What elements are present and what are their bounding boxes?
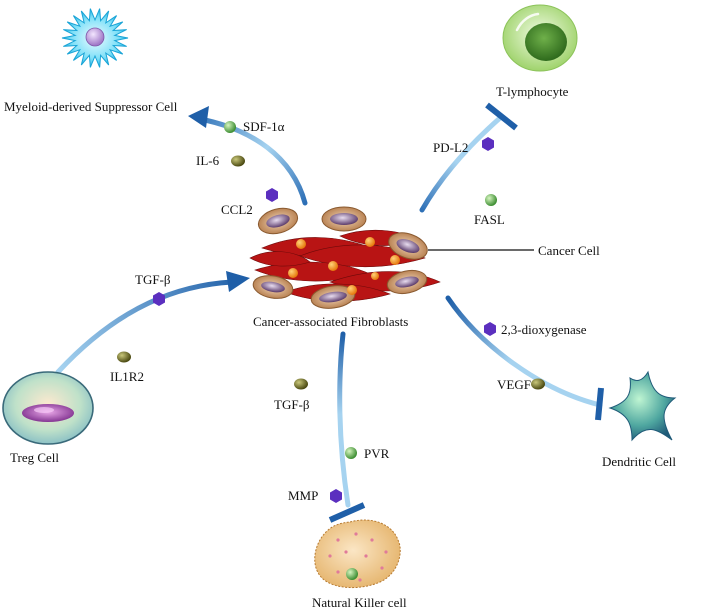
- inhibit-bar-t-lymphocyte: [485, 102, 518, 131]
- sdf1a-green-sphere-icon: [224, 121, 236, 133]
- inhibit-line-t-lymphocyte: [419, 102, 518, 213]
- tgfb-nk-olive-sphere-icon: [294, 378, 308, 390]
- dioxygenase-label: 2,3-dioxygenase: [501, 322, 587, 337]
- inhibit-line-dendritic: [445, 295, 604, 421]
- t-lymphocyte-cell-icon: [502, 4, 578, 72]
- cancer-cell-2: [321, 206, 367, 232]
- mdsc-label: Myeloid-derived Suppressor Cell: [4, 99, 178, 114]
- dendritic-label: Dendritic Cell: [602, 454, 676, 469]
- pvr-label: PVR: [364, 446, 390, 461]
- ccl2-purple-hexagon-icon: [266, 188, 278, 202]
- nk-label: Natural Killer cell: [312, 595, 407, 610]
- nk-cell-icon: [314, 519, 401, 589]
- inhibit-bar-dendritic: [595, 387, 604, 421]
- cancer-cell-1: [257, 207, 299, 235]
- pvr-green-sphere-icon: [345, 447, 357, 459]
- tgfb-treg-purple-hexagon-icon: [153, 292, 165, 306]
- inhibit-line-nk: [328, 331, 366, 523]
- pdl2-label: PD-L2: [433, 140, 468, 155]
- arrow-from-treg: [55, 271, 250, 375]
- fasl-green-sphere-icon: [485, 194, 497, 206]
- il1r2-olive-sphere-icon: [117, 351, 131, 363]
- orange-granules: [288, 237, 400, 295]
- il6-olive-sphere-icon: [231, 155, 245, 167]
- arrow-to-mdsc: [188, 106, 308, 206]
- pdl2-purple-hexagon-icon: [482, 137, 494, 151]
- mmp-purple-hexagon-icon: [330, 489, 342, 503]
- treg-label: Treg Cell: [10, 450, 59, 465]
- cancer-cell-label: Cancer Cell: [538, 243, 600, 258]
- tgfb-treg-label: TGF-β: [135, 272, 171, 287]
- ccl2-label: CCL2: [221, 202, 253, 217]
- dendritic-cell-icon: [608, 370, 677, 442]
- fasl-label: FASL: [474, 212, 505, 227]
- caf-cluster: [249, 206, 441, 309]
- dioxygenase-purple-hexagon-icon: [484, 322, 496, 336]
- mdsc-cell-icon: [61, 8, 129, 68]
- cancer-cell-6: [386, 269, 428, 295]
- treg-cell-icon: [2, 371, 94, 445]
- cancer-cell-5: [310, 285, 356, 309]
- cancer-cell-3: [388, 232, 428, 260]
- vegf-olive-sphere-icon: [531, 378, 545, 390]
- il1r2-label: IL1R2: [110, 369, 144, 384]
- caf-label: Cancer-associated Fibroblasts: [253, 314, 408, 329]
- tgfb-nk-label: TGF-β: [274, 397, 310, 412]
- mmp-label: MMP: [288, 488, 318, 503]
- cancer-cell-4: [252, 275, 294, 299]
- il6-label: IL-6: [196, 153, 220, 168]
- inhibit-bar-nk: [328, 502, 366, 523]
- vegf-label: VEGF: [497, 377, 531, 392]
- t-lymphocyte-label: T-lymphocyte: [496, 84, 569, 99]
- sdf1a-label: SDF-1α: [243, 119, 285, 134]
